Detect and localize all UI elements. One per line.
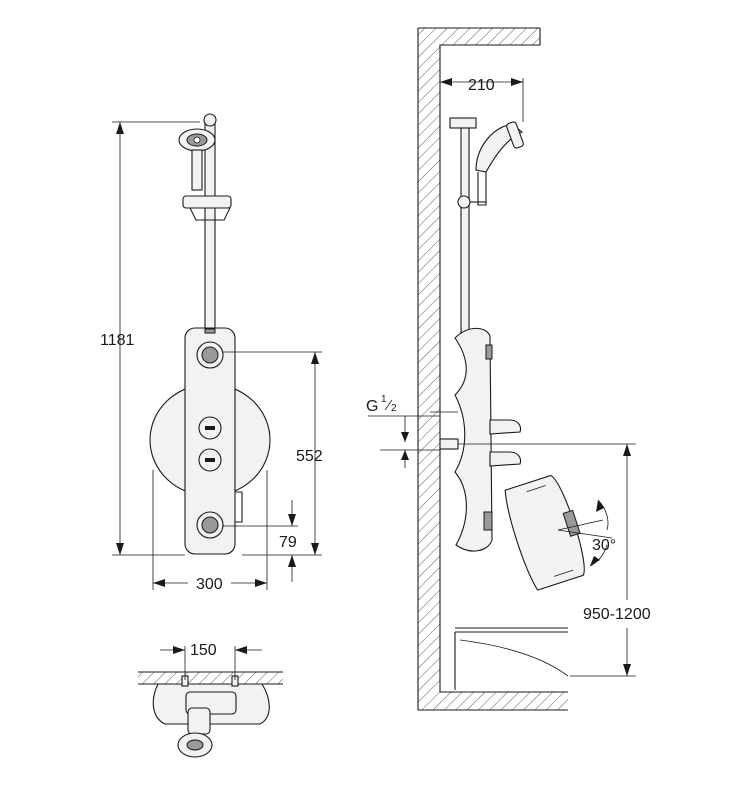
- label-shower-projection: 210: [468, 77, 495, 94]
- side-upper-handle: [489, 419, 522, 435]
- dim-bottom-offset: [222, 500, 298, 582]
- dim-wall-spacing: [160, 646, 262, 680]
- label-mount-height: 950-1200: [583, 606, 651, 623]
- side-hand-shower: [475, 121, 524, 206]
- label-connection: G: [366, 398, 378, 415]
- bathtub: [454, 627, 568, 690]
- label-total-height: 1181: [100, 332, 135, 349]
- dim-panel-width: [152, 470, 268, 590]
- label-tilt-angle: 30°: [592, 537, 616, 554]
- slide-holder: [182, 195, 232, 209]
- riser-rail: [204, 119, 216, 333]
- connection-pipe: [439, 438, 459, 450]
- front-view: 1181 552 79 300: [100, 113, 323, 593]
- lower-body-jet: [196, 511, 224, 539]
- volume-handle: [198, 448, 222, 472]
- wall-section: [418, 28, 568, 710]
- dim-mount-height: [458, 443, 636, 677]
- dim-shower-projection: [440, 78, 524, 122]
- hand-shower: [178, 128, 216, 191]
- upper-body-jet: [196, 341, 224, 369]
- side-view: G 1 2 210 30°: [366, 27, 651, 711]
- dim-total-height: [112, 121, 200, 556]
- dim-connection: [368, 415, 440, 468]
- label-bottom-offset: 79: [279, 534, 297, 551]
- label-wall-spacing: 150: [190, 642, 217, 659]
- label-connection-num: 1: [381, 394, 387, 405]
- label-panel-width: 300: [196, 576, 223, 593]
- label-connection-prefix: G: [366, 398, 378, 415]
- side-riser-rail: [460, 124, 470, 336]
- tilted-handle-detail: [504, 474, 585, 591]
- shower-panel: [184, 327, 236, 555]
- label-connection-den: 2: [391, 403, 397, 414]
- side-panel-profile: [454, 327, 493, 552]
- rail-top-cap: [203, 113, 217, 127]
- top-view: 150: [138, 642, 283, 758]
- dim-panel-span: [222, 351, 322, 556]
- label-panel-span: 552: [296, 448, 323, 465]
- side-slide-holder: [457, 195, 471, 209]
- hose-outlet: [235, 491, 243, 523]
- dim-tilt-angle: [557, 499, 613, 567]
- thermostat-handle: [198, 416, 222, 440]
- side-lower-handle: [489, 451, 522, 467]
